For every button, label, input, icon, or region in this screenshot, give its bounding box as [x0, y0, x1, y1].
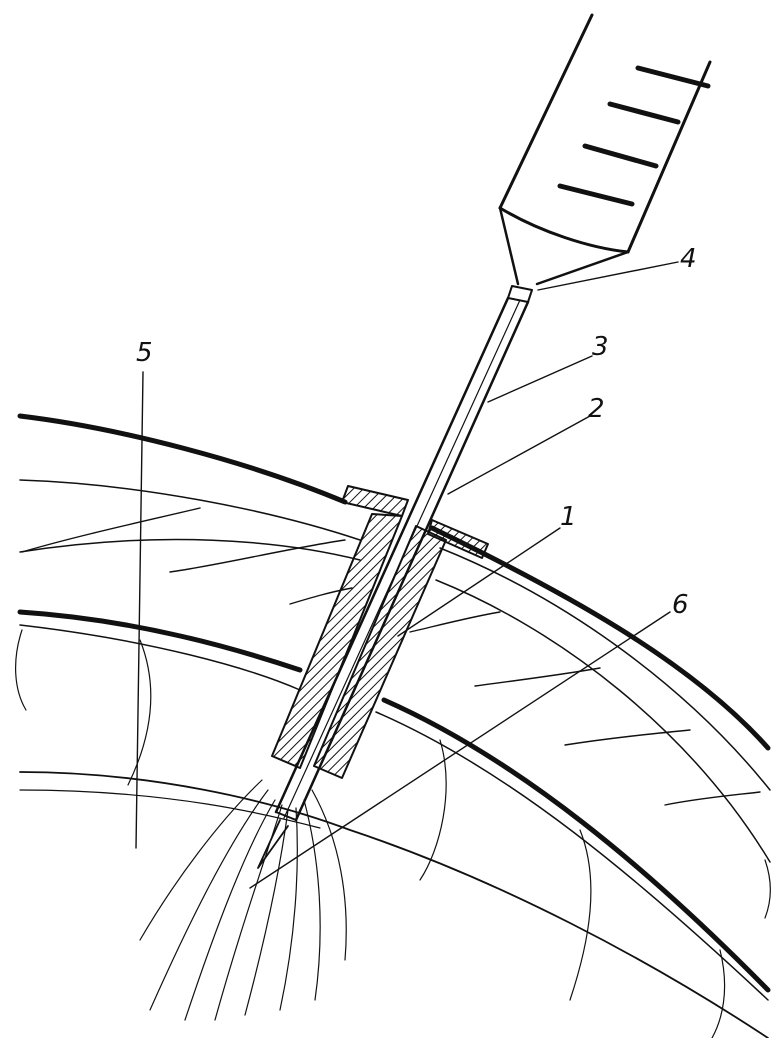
syringe-barrel-bottom	[498, 206, 630, 254]
leader-lines	[135, 261, 679, 889]
sleeve-wall-left	[271, 513, 403, 769]
wall-cross-stroke-5	[474, 667, 601, 687]
syringe-scale-mark-3	[582, 143, 659, 169]
wall-cross-stroke-1	[21, 507, 201, 553]
syringe-cone	[498, 206, 630, 286]
leader-5	[135, 371, 144, 849]
leader-4	[537, 261, 679, 291]
leader-3	[487, 355, 593, 403]
needle-bevel	[275, 811, 297, 821]
right-curve-d	[764, 859, 771, 919]
sleeve-flange-right	[427, 519, 489, 559]
label-3: 3	[592, 332, 609, 362]
right-curve-a	[419, 739, 447, 881]
syringe-scale-mark-2	[607, 101, 681, 125]
syringe-barrel-outline	[498, 13, 712, 254]
wall-cross-stroke-2	[169, 539, 346, 573]
syringe-scale-mark-1	[635, 65, 711, 89]
needle	[257, 296, 530, 869]
sleeve-flange-left	[341, 485, 409, 517]
needle-outer-left	[274, 296, 510, 814]
needle-outer-right	[294, 300, 530, 822]
right-curve-c	[711, 949, 726, 1039]
vitreous-arc-inner	[19, 789, 321, 829]
sclera-layer-line-c	[439, 547, 771, 791]
leader-6	[249, 611, 671, 889]
guide-sleeve	[271, 485, 489, 779]
leader-2	[447, 415, 591, 495]
syringe	[498, 13, 712, 303]
wall-cross-stroke-7	[664, 791, 761, 806]
needle-inner-line	[283, 299, 521, 819]
leader-1	[397, 527, 561, 637]
injected-drug-fan	[139, 779, 347, 1021]
label-2: 2	[588, 394, 605, 424]
sleeve-wall-right	[313, 525, 447, 779]
syringe-scale-mark-4	[557, 183, 635, 207]
needle-tip	[257, 819, 289, 869]
label-6: 6	[672, 590, 689, 620]
left-edge-curve-b	[127, 639, 152, 786]
sclera-layer-line-a	[19, 479, 361, 541]
label-5: 5	[136, 338, 153, 368]
left-edge-curve-a	[15, 629, 27, 711]
sclera-layer-line-b	[19, 538, 771, 863]
wall-cross-stroke-4	[409, 611, 501, 633]
label-4: 4	[680, 244, 697, 274]
vitreous-arc-outer	[19, 771, 769, 1039]
right-curve-b	[569, 829, 592, 1001]
choroid-line	[17, 609, 771, 993]
label-1: 1	[560, 502, 577, 532]
wall-cross-stroke-6	[564, 729, 691, 746]
retina-line	[19, 624, 769, 1001]
